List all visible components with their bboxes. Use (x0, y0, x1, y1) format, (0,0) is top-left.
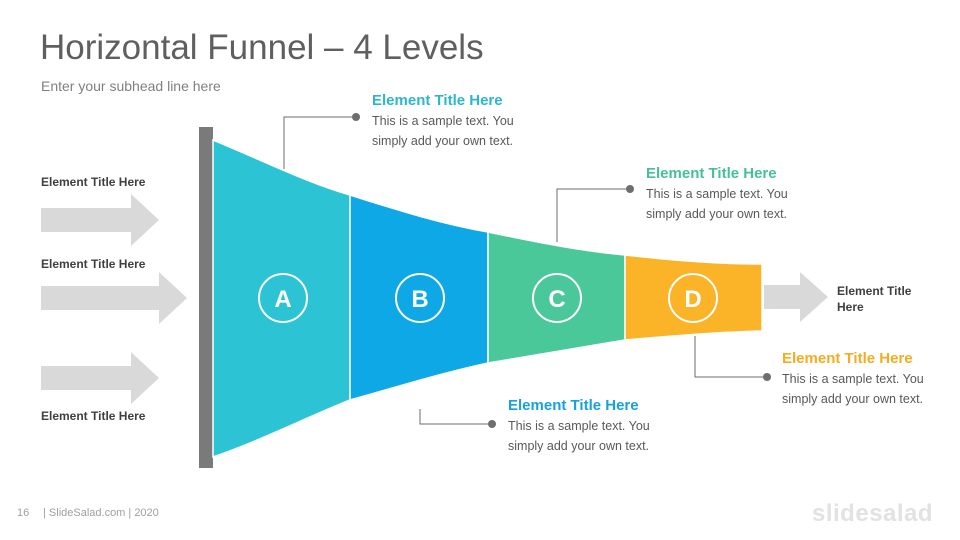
connector-c (556, 188, 630, 242)
connector-a (283, 116, 356, 169)
connector-d (694, 336, 767, 378)
input-3: Element Title Here (41, 352, 159, 423)
page-number: 16 (17, 507, 30, 519)
output-arrow-shape (764, 272, 828, 322)
input-arrow-1-shape (41, 194, 159, 246)
callout-line-1-c: This is a sample text. You (646, 187, 788, 201)
input-2: Element Title Here (41, 257, 187, 324)
callout-c: Element Title Here This is a sample text… (646, 165, 788, 221)
input-arrow-2-shape (41, 272, 187, 324)
callout-title-d: Element Title Here (782, 350, 913, 367)
callout-line-1-a: This is a sample text. You (372, 114, 514, 128)
page-subtitle: Enter your subhead line here (41, 78, 221, 94)
level-badge-b: B (395, 273, 445, 323)
connector-dot-a (352, 113, 360, 121)
callout-line-2-a: simply add your own text. (372, 134, 513, 148)
callout-title-b: Element Title Here (508, 397, 639, 414)
callout-line-2-d: simply add your own text. (782, 392, 923, 406)
badge-circle-a (258, 273, 308, 323)
footer-text: | SlideSalad.com | 2020 (43, 507, 159, 519)
callout-a: Element Title Here This is a sample text… (372, 92, 514, 148)
callout-line-1-b: This is a sample text. You (508, 419, 650, 433)
input-label-2: Element Title Here (41, 257, 146, 271)
brand-logo: slidesalad (812, 500, 934, 527)
input-label-1: Element Title Here (41, 175, 146, 189)
connector-dot-d (763, 373, 771, 381)
level-badge-c: C (532, 273, 582, 323)
output-label-line-2: Here (837, 300, 864, 314)
input-1: Element Title Here (41, 175, 159, 246)
badge-letter-c: C (548, 286, 565, 313)
badge-circle-b (395, 273, 445, 323)
connector-b (419, 409, 492, 425)
level-badge-d: D (668, 273, 718, 323)
callout-d: Element Title Here This is a sample text… (782, 350, 924, 406)
badge-letter-b: B (411, 286, 428, 313)
callout-b: Element Title Here This is a sample text… (508, 397, 650, 453)
callout-title-a: Element Title Here (372, 92, 503, 109)
callout-title-c: Element Title Here (646, 165, 777, 182)
input-label-3: Element Title Here (41, 409, 146, 423)
funnel-segment-d (624, 254, 763, 341)
callout-connectors (283, 116, 767, 425)
callout-line-1-d: This is a sample text. You (782, 372, 924, 386)
callout-line-2-c: simply add your own text. (646, 207, 787, 221)
badge-letter-d: D (684, 286, 701, 313)
badge-circle-d (668, 273, 718, 323)
funnel-wall (199, 127, 213, 468)
badge-letter-a: A (274, 286, 291, 313)
output: Element Title Here (764, 272, 912, 322)
output-label-line-1: Element Title (837, 284, 912, 298)
callout-line-2-b: simply add your own text. (508, 439, 649, 453)
connector-dot-c (626, 185, 634, 193)
level-badge-a: A (258, 273, 308, 323)
badge-circle-c (532, 273, 582, 323)
connector-dot-b (488, 420, 496, 428)
connector-dots (352, 113, 771, 428)
input-arrow-3-shape (41, 352, 159, 404)
page-title: Horizontal Funnel – 4 Levels (40, 28, 484, 67)
